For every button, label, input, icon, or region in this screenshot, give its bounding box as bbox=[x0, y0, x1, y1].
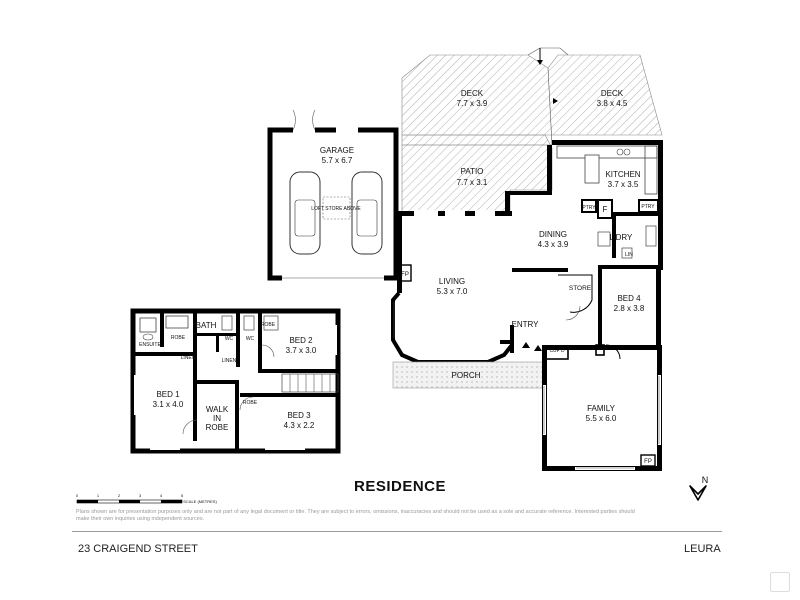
lin-label: LIN bbox=[625, 252, 633, 258]
fireplace-living-label: FP bbox=[401, 272, 409, 278]
family-name: FAMILY bbox=[587, 404, 616, 413]
scale-caption: SCALE (METRES) bbox=[183, 499, 217, 504]
dining-size: 4.3 x 3.9 bbox=[538, 240, 569, 249]
patio-name: PATIO bbox=[461, 167, 484, 176]
wc-label-1: WC bbox=[225, 336, 234, 342]
scale-bar: 0 1 2 3 4 5 SCALE (METRES) bbox=[76, 493, 218, 504]
kitchen-name: KITCHEN bbox=[605, 170, 640, 179]
walk-in-robe-line2: IN bbox=[213, 414, 221, 423]
scale-tick-4: 4 bbox=[160, 493, 163, 498]
garage-name: GARAGE bbox=[320, 146, 354, 155]
bath-label: BATH bbox=[196, 321, 217, 330]
robe-label-3: ROBE bbox=[243, 400, 258, 406]
living-size: 5.3 x 7.0 bbox=[437, 287, 468, 296]
wc-label-2: WC bbox=[246, 336, 255, 342]
dining-name: DINING bbox=[539, 230, 567, 239]
robe-label-1: ROBE bbox=[171, 335, 186, 341]
deck1-size: 7.7 x 3.9 bbox=[457, 99, 488, 108]
pantry-label-1: PTRY bbox=[582, 205, 596, 211]
scale-tick-0: 0 bbox=[76, 493, 79, 498]
stairs bbox=[281, 373, 339, 393]
robe-label-2: ROBE bbox=[261, 322, 276, 328]
garage bbox=[267, 109, 399, 281]
fridge-label: F bbox=[603, 205, 608, 214]
bed3-size: 4.3 x 2.2 bbox=[284, 421, 315, 430]
kitchen-size: 3.7 x 3.5 bbox=[608, 180, 639, 189]
north-label: N bbox=[702, 475, 709, 485]
deck1-name: DECK bbox=[461, 89, 484, 98]
entry-label: ENTRY bbox=[512, 320, 540, 329]
ensuite-label: ENSUITE bbox=[139, 342, 161, 348]
bed3-name: BED 3 bbox=[287, 411, 311, 420]
family-size: 5.5 x 6.0 bbox=[586, 414, 617, 423]
main-house bbox=[391, 140, 663, 471]
scale-tick-2: 2 bbox=[118, 493, 121, 498]
linen-label-2: LINEN bbox=[222, 358, 237, 364]
bed4-name: BED 4 bbox=[617, 294, 641, 303]
upper-level bbox=[130, 308, 341, 454]
scale-tick-1: 1 bbox=[97, 493, 100, 498]
pantry-label-2: PTRY bbox=[641, 204, 655, 210]
laundry-label: L'DRY bbox=[610, 233, 633, 242]
patio-size: 7.7 x 3.1 bbox=[457, 178, 488, 187]
bed1-name: BED 1 bbox=[156, 390, 180, 399]
scale-tick-5: 5 bbox=[181, 493, 184, 498]
footer-divider bbox=[72, 531, 722, 532]
bed4-size: 2.8 x 3.8 bbox=[614, 304, 645, 313]
deck2-name: DECK bbox=[601, 89, 624, 98]
plan-title: RESIDENCE bbox=[353, 478, 447, 495]
bed1-size: 3.1 x 4.0 bbox=[153, 400, 184, 409]
bed2-size: 3.7 x 3.0 bbox=[286, 346, 317, 355]
property-address: 23 CRAIGEND STREET bbox=[78, 543, 198, 555]
deck2-size: 3.8 x 4.5 bbox=[597, 99, 628, 108]
bed2-name: BED 2 bbox=[289, 336, 313, 345]
garage-loft-label: LOFT STORE ABOVE bbox=[311, 206, 361, 212]
cupboard-label: CUP'D bbox=[549, 348, 565, 354]
porch-label: PORCH bbox=[452, 371, 481, 380]
walk-in-robe-line3: ROBE bbox=[206, 423, 229, 432]
watermark-logo bbox=[770, 572, 790, 592]
fireplace-family-label: FP bbox=[644, 459, 652, 465]
living-name: LIVING bbox=[439, 277, 465, 286]
north-arrow: N bbox=[689, 475, 709, 501]
property-suburb: LEURA bbox=[684, 543, 721, 555]
disclaimer-text: Plans shown are for presentation purpose… bbox=[76, 509, 635, 522]
walk-in-robe-line1: WALK bbox=[206, 405, 229, 414]
garage-size: 5.7 x 6.7 bbox=[322, 156, 353, 165]
linen-label-1: LINEN bbox=[181, 355, 196, 361]
store-label: STORE bbox=[569, 285, 592, 292]
scale-tick-3: 3 bbox=[139, 493, 142, 498]
